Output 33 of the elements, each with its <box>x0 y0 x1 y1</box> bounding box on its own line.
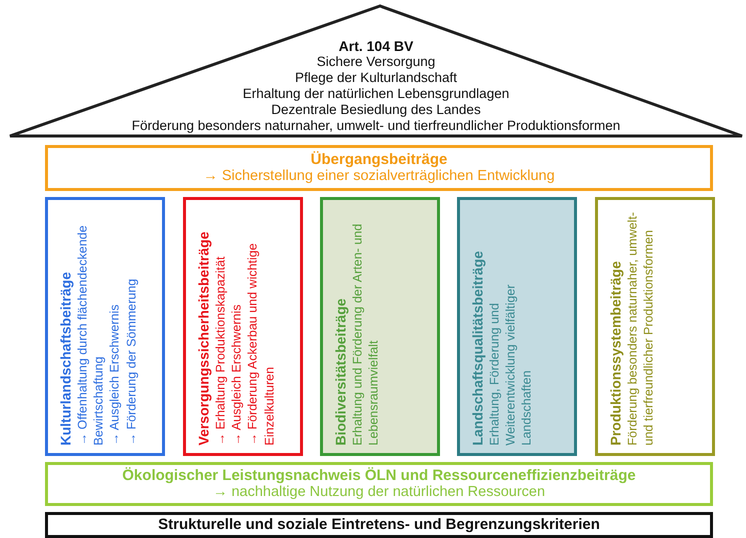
roof-heading: Art. 104 BV <box>338 38 414 54</box>
criteria-banner <box>45 512 713 538</box>
pillar-text: → Förderung Ackerbau und wichtige Einzelkulturen <box>244 242 277 445</box>
pillar-text: → Erhaltung Produktionskapazität <box>212 256 228 445</box>
pillar-text: Erhaltung, Förderung und Weiterentwicklung vielfältiger Landschaften <box>486 283 534 445</box>
contribution-pillar <box>595 197 715 456</box>
pillar-text: Förderung besonders naturnaher, umwelt- und tierfreundlicher Produktionsformen <box>624 210 656 445</box>
pillar-title: Produktionssystembeiträge <box>607 260 624 445</box>
banner-title: Ökologischer Leistungsnachweis ÖLN und Ressourceneffizienzbeiträge <box>122 466 636 484</box>
contribution-pillar <box>457 197 577 456</box>
contribution-pillar <box>320 197 440 456</box>
pillar-text: Erhaltung und Förderung der Arten- und Lebensraumvielfalt <box>348 222 382 445</box>
banner-text: → nachhaltige Nutzung der natürlichen Ressourcen <box>212 484 546 502</box>
pillar-text: → Ausgleich Erschwernis <box>228 304 244 445</box>
roof-text: Dezentrale Besiedlung des Landes <box>271 102 481 118</box>
banner-text: → Sicherstellung einer sozialverträglichen Entwicklung <box>203 168 555 186</box>
ecological-banner <box>45 462 713 506</box>
roof-text: Erhaltung der natürlichen Lebensgrundlagen <box>242 86 510 102</box>
roof-text: Förderung besonders naturnaher, umwelt- und tierfreundlicher Produktionsformen <box>132 118 620 134</box>
contribution-pillar <box>45 197 165 456</box>
contribution-pillar <box>183 197 303 456</box>
roof-text: Sichere Versorgung <box>316 54 436 70</box>
roof-text: Pflege der Kulturlandschaft <box>294 70 458 86</box>
pillar-text: → Ausgleich Erschwernis <box>106 304 122 445</box>
pillar-title: Versorgungssicherheitsbeiträge <box>195 231 212 445</box>
pillar-title: Landschaftsqualitätsbeiträge <box>469 250 486 445</box>
banner-title: Strukturelle und soziale Eintretens- und Begrenzungskriterien <box>158 516 600 534</box>
banner-title: Übergangsbeiträge <box>310 150 448 168</box>
pillar-title: Kulturlandschaftsbeiträge <box>57 272 74 445</box>
pillar-title: Biodiversitätsbeiträge <box>332 298 349 445</box>
pillar-text: → Offenhaltung durch flächendeckende Bewirtschaftung <box>74 224 106 445</box>
pillar-text: → Förderung der Sömmerung <box>122 278 139 445</box>
transition-banner <box>45 145 713 191</box>
